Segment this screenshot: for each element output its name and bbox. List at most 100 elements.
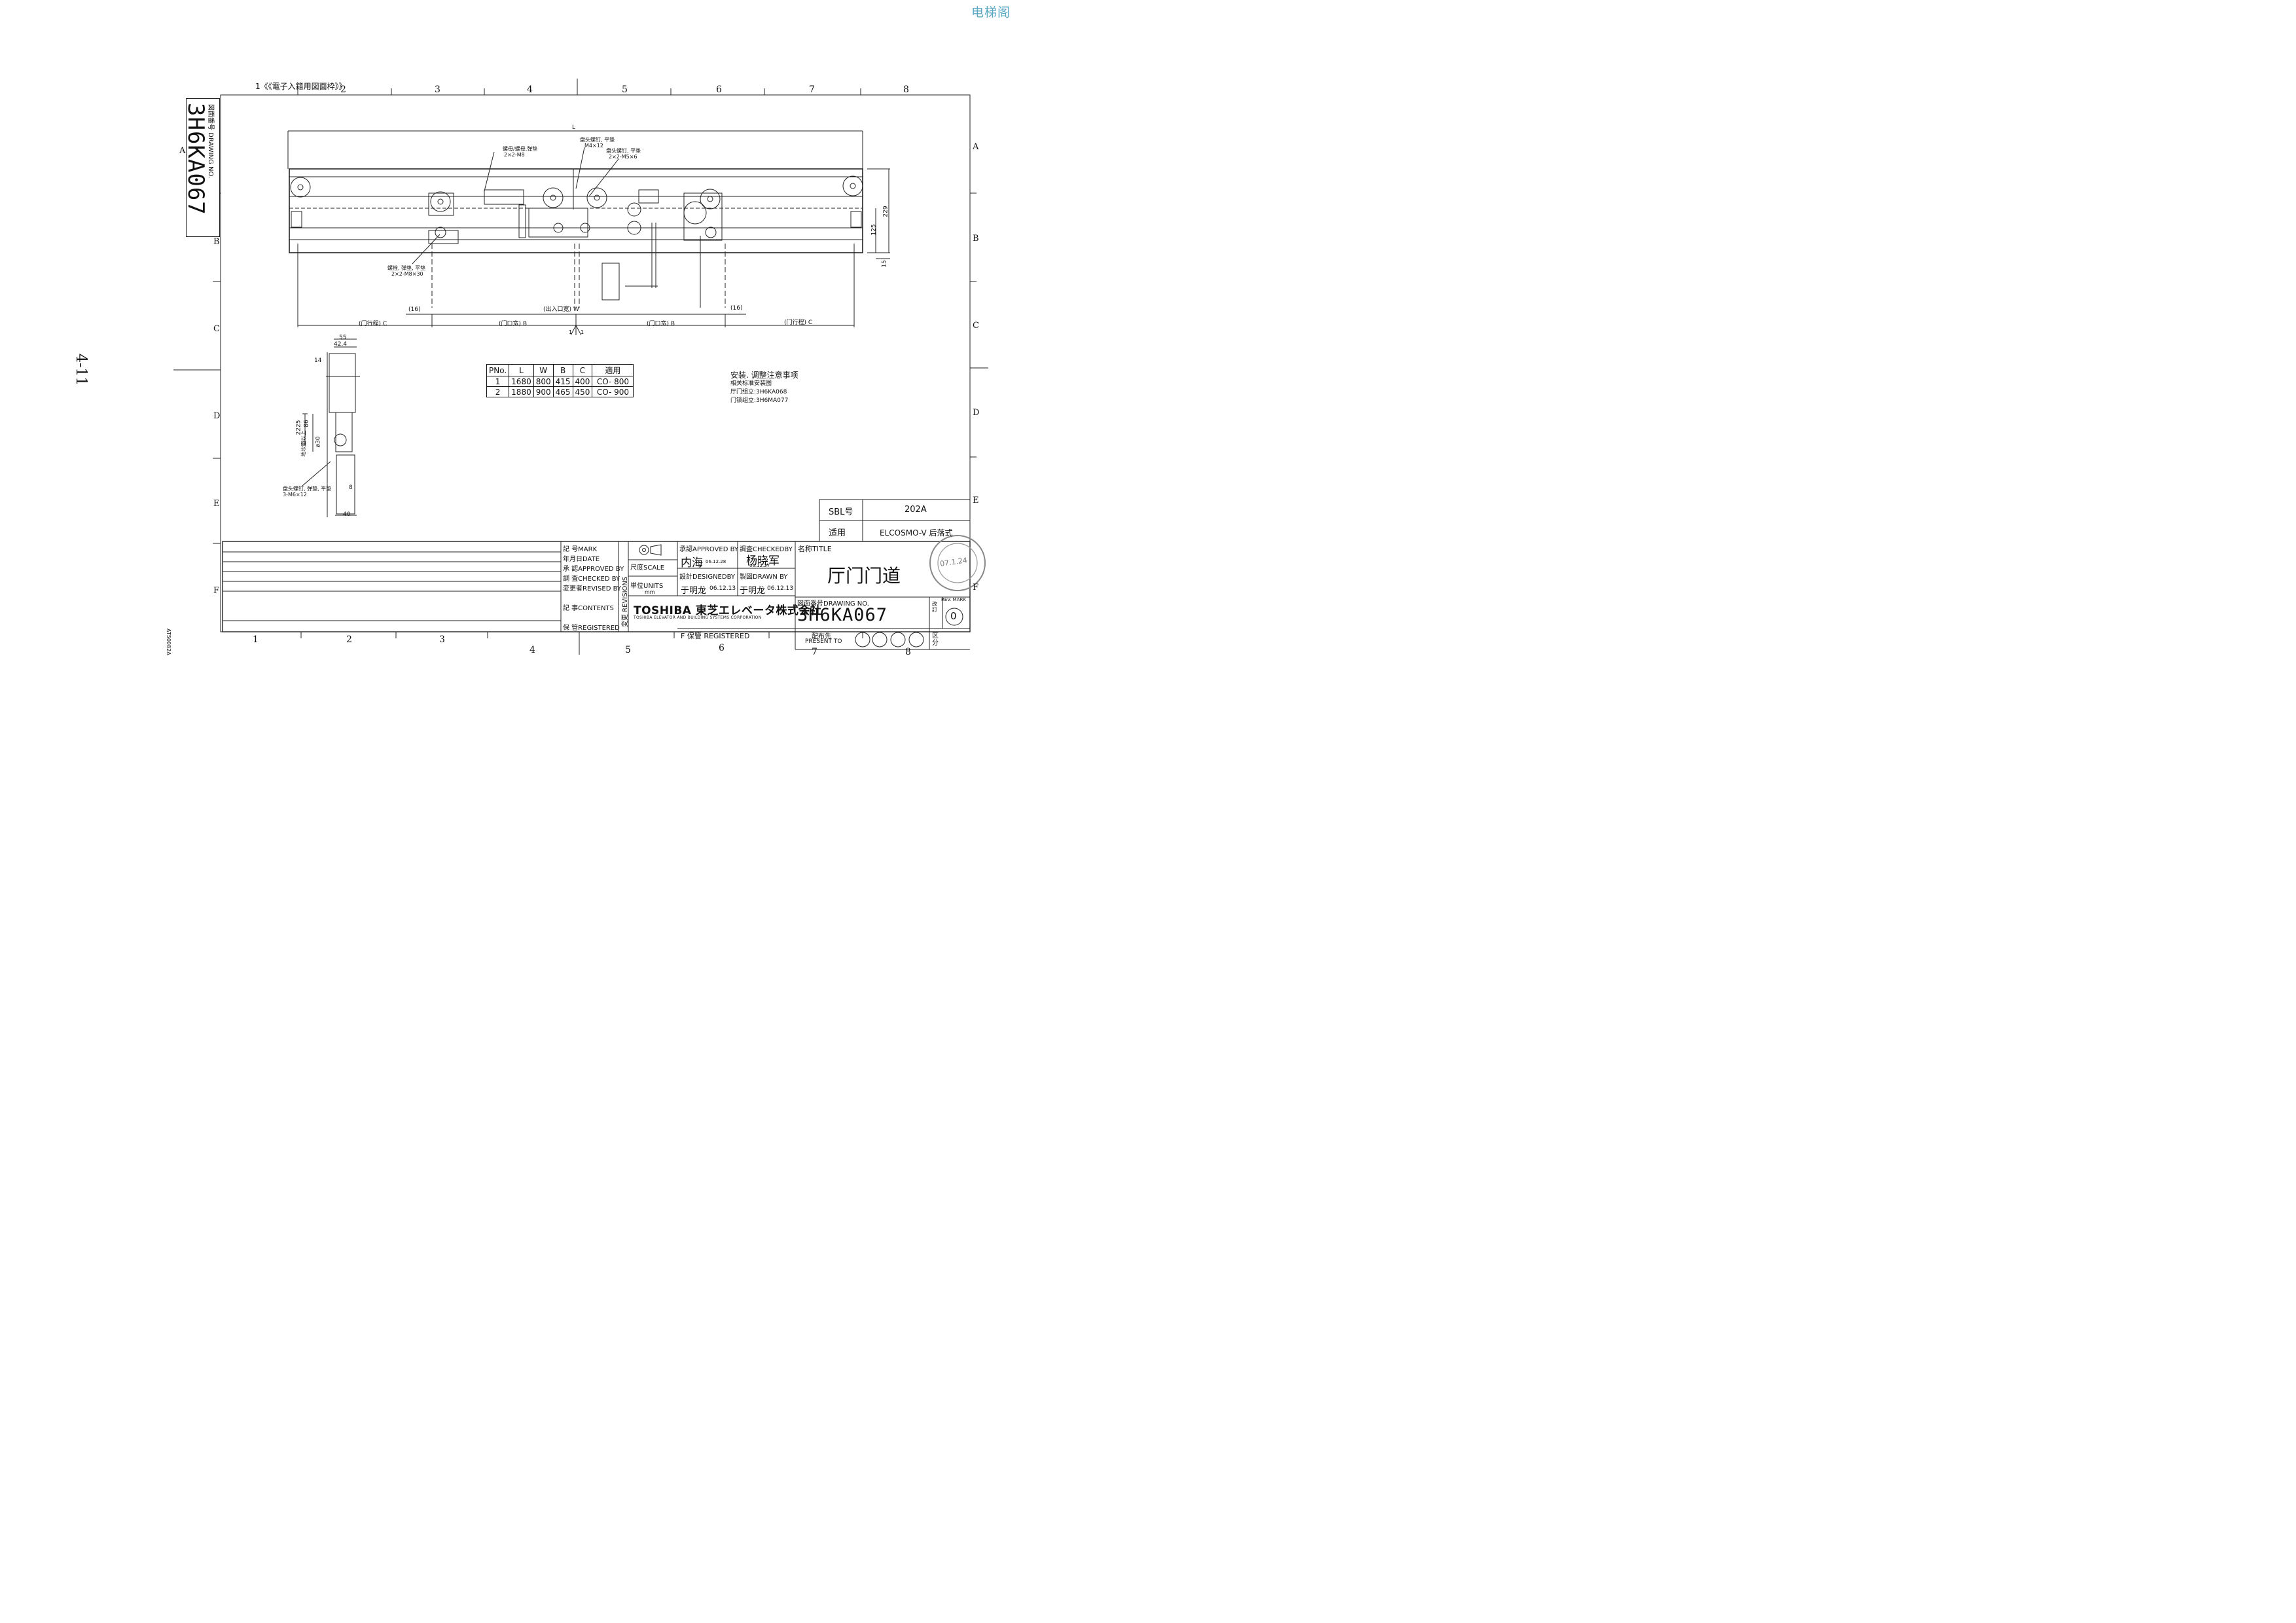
section-mark: 1 xyxy=(569,329,573,335)
table-cell: CO- 800 xyxy=(592,376,634,387)
callout: M4×12 xyxy=(584,143,603,149)
column-number: 2 xyxy=(346,634,352,645)
sbl-label: SBL号 xyxy=(829,507,853,517)
history-label: 改訂 xyxy=(932,601,937,613)
drawing-number: 3H6KA067 xyxy=(797,605,888,625)
rev-mark-label: 記 号MARK xyxy=(563,546,598,553)
table-cell: 2 xyxy=(486,386,510,397)
callout: 2×2-M8×30 xyxy=(391,271,423,277)
dim-label: L xyxy=(572,124,576,131)
column-number: 8 xyxy=(905,647,911,657)
notes-line: 相关标准安装图 xyxy=(730,380,772,387)
apply-value: ELCOSMO-V 后落式 xyxy=(880,528,953,538)
dim-label: 地坎面以上 xyxy=(300,430,307,457)
dim-label: 86 xyxy=(303,420,310,428)
column-number: 1 xyxy=(253,634,259,645)
parts-table: PNo. L W B C 適用 1 1680 800 415 400 CO- 8… xyxy=(486,364,634,397)
row-letter: E xyxy=(973,496,979,505)
table-cell: 900 xyxy=(533,386,554,397)
installation-notes: 安装. 调整注意事项 相关标准安装图 厅门组立:3H6KA068 门锁组立:3H… xyxy=(730,371,798,405)
dim-label: (出入口宽) W xyxy=(543,306,579,313)
callout: 盘头螺钉, 平垫 xyxy=(580,137,615,143)
column-number: 4 xyxy=(527,84,533,95)
dim-label: (16) xyxy=(408,306,421,313)
column-number: 6 xyxy=(719,643,725,653)
notes-title: 安装. 调整注意事项 xyxy=(730,371,798,380)
row-letter: C xyxy=(213,324,220,334)
rev-checked-label: 調 査CHECKED BY xyxy=(563,575,620,583)
row-letter: A xyxy=(973,142,979,152)
units-label: 単位UNITS xyxy=(630,583,664,590)
table-header: L xyxy=(509,364,534,376)
row-letter: B xyxy=(213,237,220,247)
drawn-date: 06.12.13 xyxy=(767,585,794,592)
rev-registered-label: 保 管REGISTERED xyxy=(563,625,620,632)
drawing-number-vertical: 3H6KA067 xyxy=(183,103,209,215)
dim-label: 40 xyxy=(343,511,351,518)
row-letter: F xyxy=(973,583,979,593)
table-header: PNo. xyxy=(486,364,510,376)
table-cell: 800 xyxy=(533,376,554,387)
table-header: W xyxy=(533,364,554,376)
approved-date: 06.12.28 xyxy=(706,559,726,564)
company-logo: TOSHIBA 東芝エレベータ株式会社 xyxy=(634,604,822,617)
callout: 螺栓, 弹垫, 平垫 xyxy=(387,265,426,271)
present-to-label: PRESENT TO xyxy=(805,638,842,645)
rev-mark-label: REV. MARK xyxy=(941,597,966,602)
column-number: 7 xyxy=(812,647,817,657)
notes-line: 门锁组立:3H6MA077 xyxy=(730,397,789,404)
registered-label: F 保管 REGISTERED xyxy=(681,632,750,640)
dim-label: 125 xyxy=(870,224,878,236)
column-number: 5 xyxy=(622,84,628,95)
table-cell: CO- 900 xyxy=(592,386,634,397)
callout: 2×2-M8 xyxy=(504,152,525,158)
rev-date-label: 年月日DATE xyxy=(563,556,600,563)
dim-label: 15 xyxy=(881,260,888,268)
row-letter: E xyxy=(213,499,220,509)
table-row: 2 1880 900 465 450 CO- 900 xyxy=(486,386,634,397)
row-letter: F xyxy=(213,586,220,596)
callout: 盘头螺钉, 平垫 xyxy=(606,148,641,154)
approved-label: 承認APPROVED BY xyxy=(679,546,739,553)
dim-label: ø30 xyxy=(315,436,322,448)
notes-line: 厅门组立:3H6KA068 xyxy=(730,389,787,395)
row-letter: B xyxy=(973,234,979,244)
apply-label: 适用 xyxy=(829,528,846,538)
dim-label: 8 xyxy=(349,484,353,491)
drawing-title: 厅门门道 xyxy=(827,565,901,587)
row-letter: D xyxy=(973,408,980,418)
column-number: 2 xyxy=(340,84,346,95)
table-cell: 465 xyxy=(552,386,573,397)
sbl-value: 202A xyxy=(905,505,927,515)
dim-label: 42.4 xyxy=(334,341,348,348)
callout: 2×2-M5×6 xyxy=(609,154,637,160)
table-cell: 400 xyxy=(572,376,593,387)
checked-date: 06.12.27 xyxy=(749,563,770,568)
rev-revised-label: 変更者REVISED BY xyxy=(563,585,622,593)
designed-signature: 于明龙 xyxy=(681,586,707,596)
table-header: C xyxy=(572,364,593,376)
drawing-number-box: 図面番号 DRAWING NO. 3H6KA067 xyxy=(183,98,220,237)
designed-label: 設計DESIGNEDBY xyxy=(679,574,735,581)
kubun-label: 区分 xyxy=(932,632,939,647)
callout: 螺母/螺母,弹垫 xyxy=(503,146,538,152)
table-cell: 1880 xyxy=(509,386,534,397)
column-number: 4 xyxy=(529,645,535,655)
rev-mark-value: 0 xyxy=(950,610,957,622)
dim-label: 229 xyxy=(882,206,889,217)
title-label: 名称TITLE xyxy=(798,545,832,553)
company-subtitle: TOSHIBA ELEVATOR AND BUILDING SYSTEMS CO… xyxy=(634,615,762,620)
callout: 盘头螺钉, 弹垫, 平垫 xyxy=(283,486,332,492)
table-cell: 1680 xyxy=(509,376,534,387)
checked-label: 調査CHECKEDBY xyxy=(740,546,793,553)
revisions-label: 変更 REVISIONS xyxy=(622,576,629,627)
checked-signature: 杨晓军 xyxy=(746,555,780,568)
watermark-text: 电梯阁 xyxy=(971,5,1011,20)
dim-label: (门行程) C xyxy=(784,319,813,326)
table-cell: 450 xyxy=(572,386,593,397)
frame-title: 1《《電子入籍用図面枠》》 xyxy=(255,82,347,91)
dim-label: (门口宽) B xyxy=(499,321,528,327)
units-value: mm xyxy=(645,589,655,595)
present-label: 配布先 xyxy=(812,633,831,640)
table-header: 適用 xyxy=(592,364,634,376)
